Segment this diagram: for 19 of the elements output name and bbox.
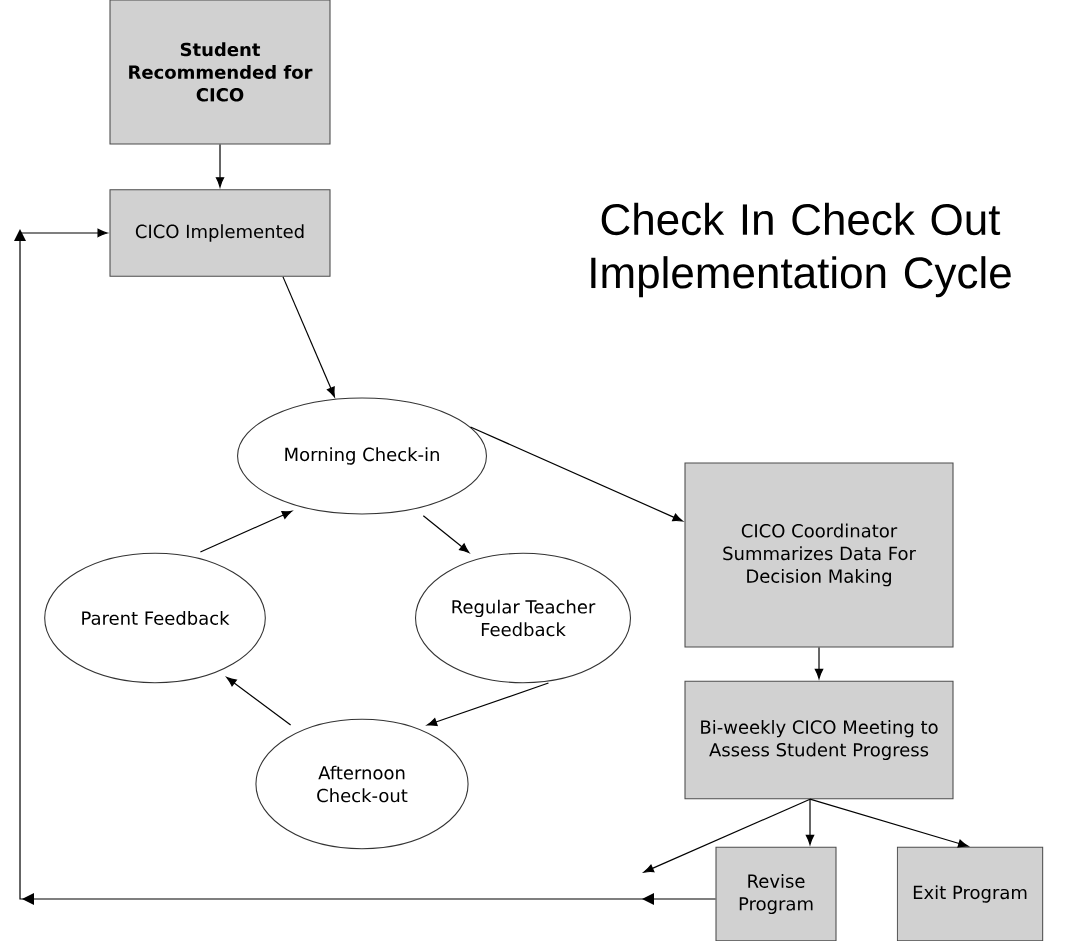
process-box: Bi-weekly CICO Meeting to Assess Student Progress [684, 680, 954, 800]
arrow [282, 276, 335, 398]
arrow [199, 510, 293, 553]
arrow [809, 798, 969, 848]
arrow [426, 682, 550, 727]
arrow [805, 798, 815, 845]
arrow [814, 646, 824, 679]
arrow [226, 677, 292, 726]
arrow [215, 143, 225, 188]
process-box: Revise Program [715, 846, 837, 941]
arrow [14, 228, 717, 905]
process-box: CICO Implemented [109, 189, 331, 277]
process-box: Exit Program [896, 846, 1044, 941]
process-box: Student Recommended for CICO [109, 0, 331, 145]
title: Check In Check Out Implementation Cycle [591, 202, 1011, 298]
arrow [643, 798, 811, 873]
arrow [469, 426, 683, 522]
process-box: CICO Coordinator Summarizes Data For Decision Making [684, 462, 954, 648]
arrow [422, 515, 470, 554]
